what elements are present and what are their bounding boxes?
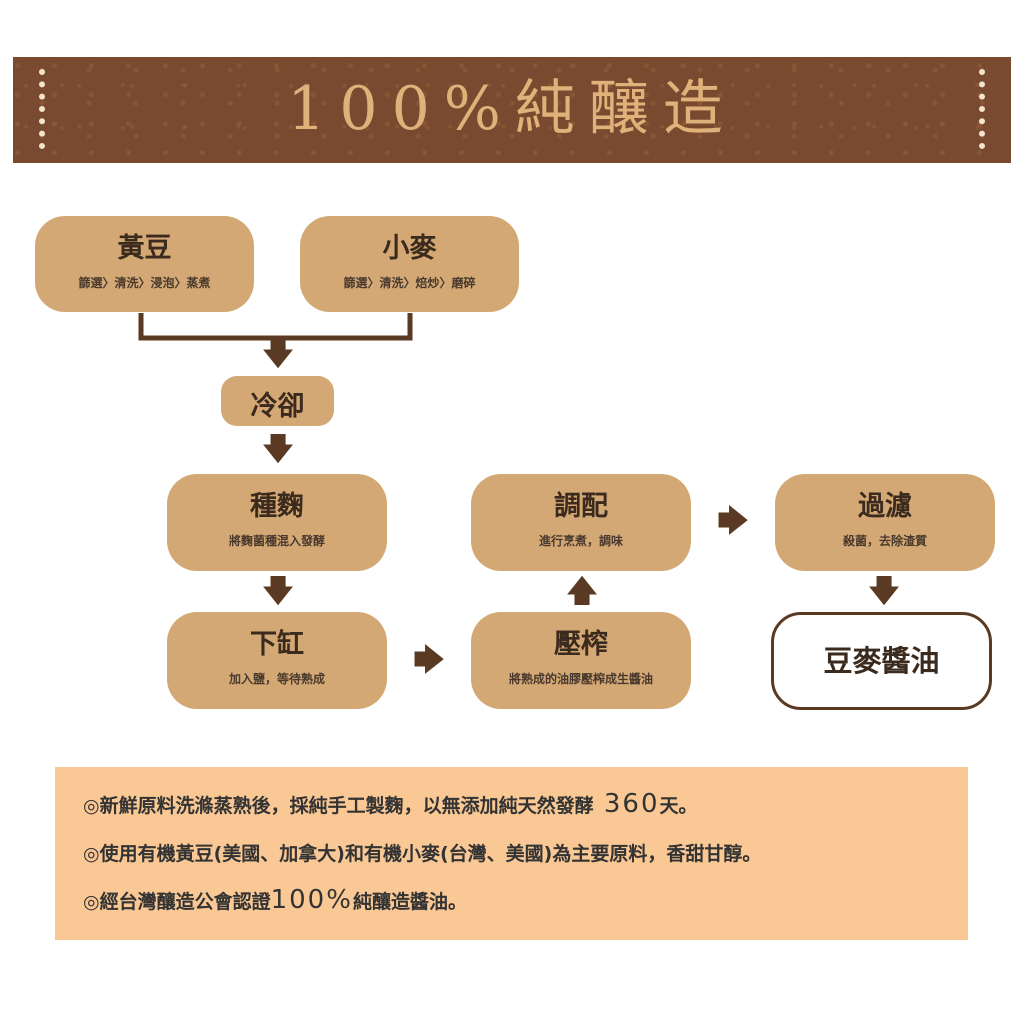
note-line-1-text: ◎新鮮原料洗滌蒸熟後，採純手工製麴，以無添加純天然發酵 xyxy=(83,795,594,817)
node-blend: 調配 進行烹煮，調味 xyxy=(471,474,691,571)
note-line-1-days: 360 xyxy=(593,789,660,819)
node-wheat-title: 小麥 xyxy=(382,233,437,264)
note-line-1-suffix: 天。 xyxy=(659,795,698,817)
node-koji-desc: 將麴菌種混入發酵 xyxy=(228,534,325,548)
note-line-1: ◎新鮮原料洗滌蒸熟後，採純手工製麴，以無添加純天然發酵 360天。 xyxy=(83,789,698,819)
arrow-right-icon: 🡆 xyxy=(717,504,749,539)
node-koji: 種麴 將麴菌種混入發酵 xyxy=(167,474,387,571)
note-line-2: ◎使用有機黃豆(美國、加拿大)和有機小麥(台灣、美國)為主要原料，香甜甘醇。 xyxy=(83,843,762,865)
node-cooling: 冷卻 xyxy=(221,376,334,426)
note-line-3: ◎經台灣釀造公會認證100%純釀造醬油。 xyxy=(83,885,467,915)
note-line-3-text: ◎經台灣釀造公會認證 xyxy=(83,891,271,913)
arrow-down-icon: 🡇 xyxy=(868,574,900,609)
node-blend-desc: 進行烹煮，調味 xyxy=(538,534,623,548)
node-koji-title: 種麴 xyxy=(250,491,304,522)
arrow-down-icon: 🡇 xyxy=(262,432,294,467)
node-press: 壓榨 將熟成的油膠壓榨成生醬油 xyxy=(471,612,691,709)
node-wheat-steps: 篩選〉清洗〉焙炒〉磨碎 xyxy=(343,276,476,290)
title-banner: 100%純釀造 xyxy=(13,57,1011,163)
node-filter: 過濾 殺菌，去除渣質 xyxy=(775,474,995,571)
node-final-product: 豆麥醬油 xyxy=(771,612,992,710)
arrow-right-icon: 🡆 xyxy=(413,643,445,678)
node-wheat: 小麥 篩選〉清洗〉焙炒〉磨碎 xyxy=(300,216,519,312)
arrow-down-icon: 🡇 xyxy=(262,574,294,609)
node-press-desc: 將熟成的油膠壓榨成生醬油 xyxy=(508,672,653,686)
node-vat: 下缸 加入鹽，等待熟成 xyxy=(167,612,387,709)
node-soybean: 黃豆 篩選〉清洗〉浸泡〉蒸煮 xyxy=(35,216,254,312)
node-soybean-title: 黃豆 xyxy=(117,233,172,264)
node-press-title: 壓榨 xyxy=(554,629,608,660)
merge-connector xyxy=(138,313,413,341)
dotted-border-right xyxy=(979,69,985,149)
banner-title: 100%純釀造 xyxy=(287,74,737,144)
notes-panel: ◎新鮮原料洗滌蒸熟後，採純手工製麴，以無添加純天然發酵 360天。 ◎使用有機黃… xyxy=(55,767,968,940)
node-vat-desc: 加入鹽，等待熟成 xyxy=(228,672,325,686)
node-cooling-title: 冷卻 xyxy=(250,391,305,422)
note-line-3-suffix: 純釀造醬油。 xyxy=(352,891,467,913)
arrow-down-icon: 🡇 xyxy=(262,337,294,372)
dotted-border-left xyxy=(39,69,45,149)
note-line-3-percent: 100% xyxy=(270,885,353,915)
node-blend-title: 調配 xyxy=(554,491,608,522)
arrow-up-icon: 🡅 xyxy=(566,574,598,609)
node-soybean-steps: 篩選〉清洗〉浸泡〉蒸煮 xyxy=(78,276,211,290)
node-filter-title: 過濾 xyxy=(858,491,912,522)
node-vat-title: 下缸 xyxy=(250,629,304,660)
node-filter-desc: 殺菌，去除渣質 xyxy=(842,534,927,548)
